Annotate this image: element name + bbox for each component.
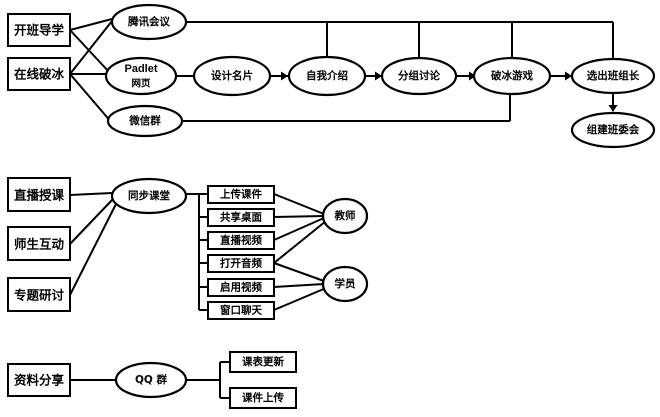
- resource-connectors: [70, 361, 230, 399]
- self-intro-label: 自我介绍: [306, 69, 348, 82]
- icebreak-game-node: [472, 56, 552, 96]
- icebreak-game-label: 破冰游戏: [491, 69, 533, 82]
- group-discussion-node: [380, 56, 458, 96]
- share-desktop-label: 共享桌面: [220, 211, 262, 224]
- tencent-meeting-label: 腾讯会议: [127, 15, 170, 28]
- teacher-node: [321, 197, 369, 235]
- open-audio-box: [207, 254, 275, 273]
- interaction-label: 师生互动: [14, 237, 65, 252]
- design-card-label: 设计名片: [211, 69, 253, 82]
- resource-sharing-box: [7, 363, 71, 397]
- seminar-label: 专题研讨: [14, 288, 65, 303]
- courseware-upload-label: 课件上传: [242, 391, 284, 404]
- live-teaching-box: [7, 177, 71, 212]
- self-intro-node: [287, 55, 367, 97]
- select-leader-node: [570, 57, 656, 95]
- select-leader-label: 选出班组长: [587, 69, 640, 82]
- padlet-node: [104, 56, 178, 96]
- live-video-box: [207, 231, 275, 250]
- teacher-label: 教师: [334, 209, 356, 222]
- live-video-label: 直播视频: [220, 234, 262, 247]
- upload-courseware-label: 上传课件: [220, 188, 262, 201]
- window-chat-box: [207, 301, 275, 320]
- schedule-update-label: 课表更新: [242, 355, 284, 368]
- schedule-update-box: [229, 351, 297, 373]
- sync-class-label: 同步课堂: [128, 189, 170, 202]
- seminar-box: [7, 277, 71, 312]
- enable-video-box: [207, 278, 275, 297]
- live-teaching-label: 直播授课: [14, 188, 65, 203]
- upload-courseware-box: [207, 185, 275, 204]
- courseware-upload-box: [229, 387, 297, 409]
- qq-group-label: QQ 群: [135, 373, 168, 386]
- padlet-label-line2: 网页: [131, 79, 151, 90]
- enable-video-label: 启用视频: [220, 281, 262, 294]
- icebreak-box: [7, 57, 71, 91]
- share-desktop-box: [207, 208, 275, 227]
- orientation-box: [7, 13, 71, 47]
- onboarding-connectors: [69, 18, 618, 124]
- tencent-meeting-node: [110, 3, 188, 41]
- open-audio-label: 打开音频: [220, 257, 262, 270]
- interaction-box: [7, 226, 71, 261]
- resource-sharing-label: 资料分享: [14, 373, 65, 388]
- wechat-group-label: 微信群: [128, 114, 161, 127]
- form-committee-label: 组建班委会: [587, 123, 640, 136]
- group-discussion-label: 分组讨论: [398, 69, 440, 82]
- form-committee-node: [570, 111, 656, 149]
- live-connectors: [69, 192, 327, 311]
- orientation-label: 开班导学: [14, 23, 65, 38]
- icebreak-label: 在线破冰: [14, 67, 65, 82]
- sync-class-node: [110, 177, 188, 215]
- padlet-label-line1: Padlet: [124, 63, 157, 75]
- student-label: 学员: [335, 277, 356, 290]
- wechat-group-node: [106, 104, 184, 138]
- qq-group-node: [114, 361, 188, 399]
- student-node: [321, 265, 369, 303]
- window-chat-label: 窗口聊天: [220, 304, 262, 317]
- design-card-node: [192, 55, 272, 97]
